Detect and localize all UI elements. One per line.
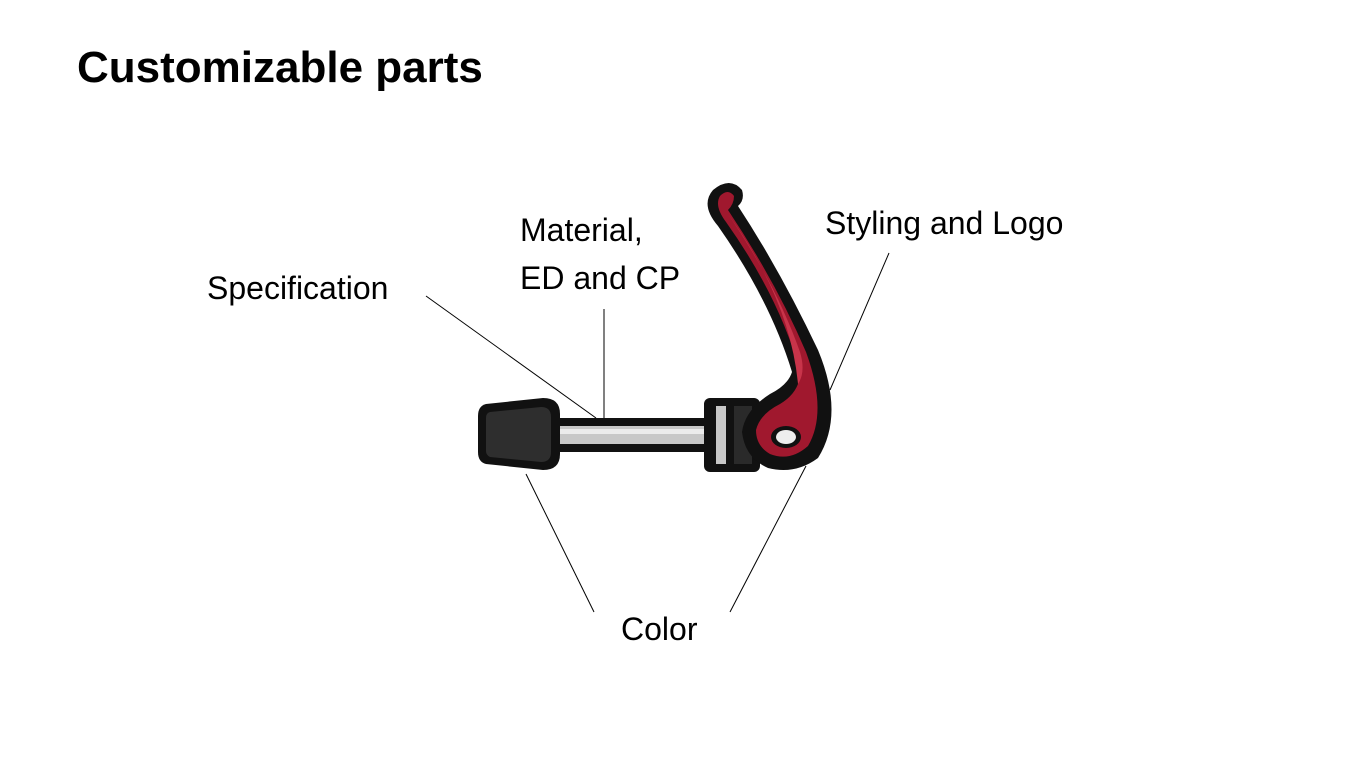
label-specification: Specification [207, 270, 389, 306]
label-styling-and-logo: Styling and Logo [825, 205, 1064, 241]
label-material-line-1: Material, [520, 212, 643, 248]
leader-line-specification [425, 295, 597, 419]
leader-lines [425, 252, 890, 613]
skewer-lever [707, 183, 832, 471]
label-material-line-2: ED and CP [520, 260, 681, 296]
label-material: Material, ED and CP [520, 206, 680, 302]
skewer-rod [548, 418, 720, 452]
leader-line-color-knob [525, 473, 595, 613]
skewer-knob [478, 398, 560, 470]
label-color: Color [621, 611, 698, 647]
leader-line-color-lever [729, 465, 807, 613]
leader-line-styling [829, 252, 890, 391]
slide-title: Customizable parts [77, 43, 483, 92]
